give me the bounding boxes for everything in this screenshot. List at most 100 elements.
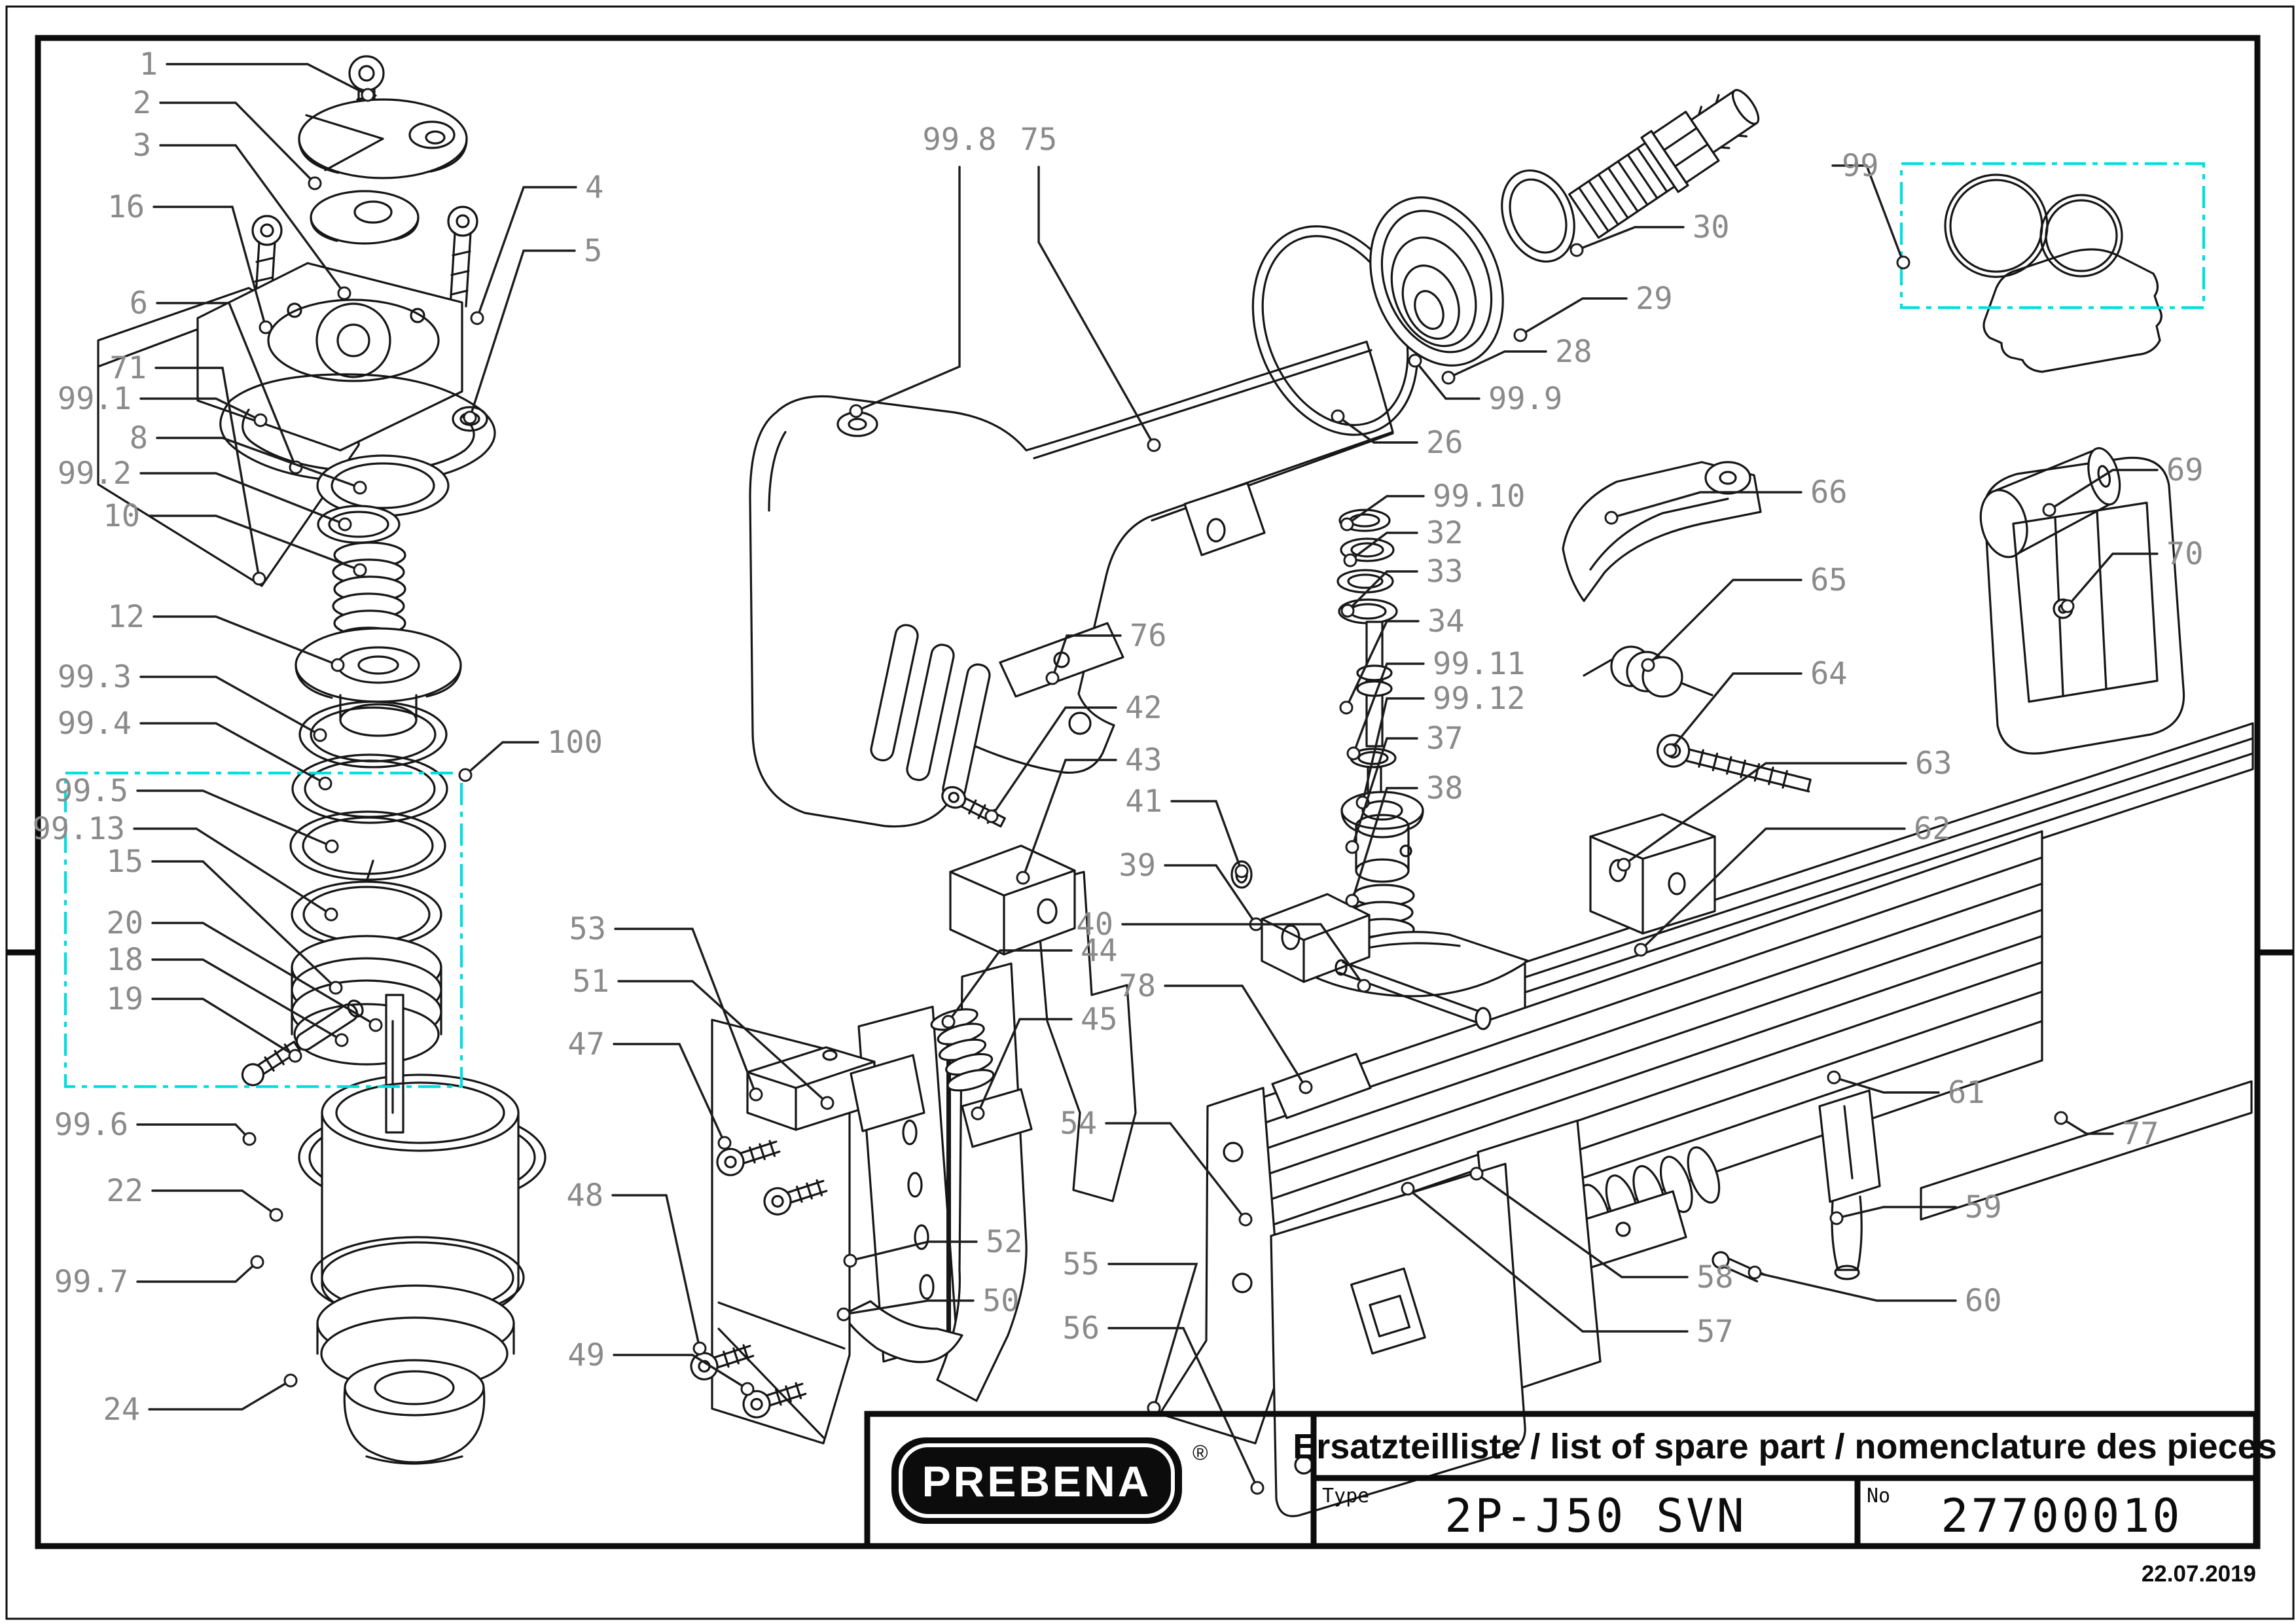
cap-assembly-art (97, 55, 496, 587)
leader-dot (1147, 438, 1161, 452)
leader-dot (269, 1208, 283, 1222)
leader-line (1640, 827, 1906, 951)
part-label-24: 24 (103, 1373, 298, 1428)
part-number-text: 63 (1915, 746, 1952, 782)
leader-line (1336, 415, 1418, 444)
part-number-text: 52 (986, 1224, 1023, 1260)
part-label-3: 3 (133, 128, 351, 300)
part-label-16: 16 (107, 189, 273, 334)
parts-line-art (97, 55, 2254, 1517)
leader-dot (250, 1255, 264, 1269)
leader-line (1351, 787, 1418, 902)
leader-line (139, 472, 346, 526)
part-label-99.3: 99.3 (58, 659, 327, 742)
leader-line (476, 186, 577, 319)
part-label-76: 76 (1045, 618, 1167, 685)
leader-line (139, 722, 327, 785)
part-label-100: 100 (458, 725, 603, 782)
revision-date: 22.07.2019 (2142, 1561, 2256, 1587)
part-number-text: 65 (1810, 562, 1848, 598)
leader-dot (337, 286, 351, 300)
leader-line (613, 1043, 726, 1144)
leader-line (1414, 359, 1480, 400)
leader-line (947, 949, 1073, 1023)
registered-trademark-symbol: ® (1193, 1441, 1208, 1464)
part-label-99.2: 99.2 (58, 456, 352, 532)
leader-line (464, 741, 539, 776)
part-number-text: 48 (566, 1178, 603, 1214)
leader-dot (1238, 1212, 1253, 1227)
leader-dot (1829, 1211, 1844, 1225)
part-number-text: 5 (584, 233, 602, 269)
magazine-art (1158, 722, 2254, 1517)
leader-line (469, 249, 576, 419)
leader-line (849, 1240, 978, 1262)
part-number-text: 6 (130, 285, 148, 321)
leader-dot (1250, 1481, 1265, 1495)
part-number-text: 99.2 (58, 456, 132, 492)
part-label-39: 39 (1119, 848, 1263, 931)
part-label-20: 20 (106, 905, 383, 1032)
part-label-44: 44 (941, 933, 1118, 1029)
part-label-50: 50 (836, 1283, 1020, 1322)
leader-line (1170, 800, 1243, 873)
leader-line (1647, 579, 1803, 666)
part-number-text: 41 (1125, 784, 1162, 820)
leader-dot (353, 480, 367, 495)
small-parts-art (941, 622, 1492, 1119)
part-label-99.13: 99.13 (33, 811, 338, 922)
leader-dot (2060, 599, 2075, 613)
leader-dot (1340, 604, 1355, 618)
part-number-text: 69 (2166, 452, 2204, 488)
part-label-71: 71 (109, 350, 266, 586)
leader-dot (849, 404, 863, 418)
leader-dot (1331, 409, 1345, 424)
leader-dot (1634, 943, 1648, 957)
part-number-text: 75 (1020, 122, 1058, 158)
leader-dot (1045, 671, 1060, 685)
leader-dot (941, 1015, 956, 1029)
part-label-64: 64 (1663, 656, 1848, 757)
leader-dot (470, 311, 484, 325)
part-label-37: 37 (1345, 721, 1463, 854)
leader-dot (749, 1087, 763, 1102)
leader-dot (1234, 864, 1249, 878)
part-label-40: 40 (1076, 907, 1371, 993)
leader-line (1345, 620, 1420, 709)
part-number-text: 78 (1119, 968, 1156, 1004)
leader-line (1346, 570, 1418, 612)
leader-line (151, 860, 337, 989)
leader-line (1753, 1271, 1957, 1302)
part-label-55: 55 (1062, 1246, 1198, 1415)
part-label-99.1: 99.1 (58, 381, 268, 427)
part-number-text: 4 (585, 170, 603, 206)
piston-cylinder-stack-art (241, 454, 547, 1465)
part-number-text: 53 (569, 911, 606, 947)
leader-line (1164, 864, 1257, 926)
part-label-54: 54 (1060, 1106, 1253, 1227)
part-number-text: 100 (547, 725, 603, 761)
leader-dot (820, 1096, 834, 1110)
leader-dot (1469, 1166, 1484, 1181)
leader-dot (242, 1132, 257, 1146)
part-number-text: 3 (133, 128, 151, 164)
part-label-19: 19 (106, 981, 302, 1063)
leader-line (1164, 984, 1307, 1089)
part-number-text: 26 (1426, 425, 1463, 461)
leader-dot (1401, 1182, 1415, 1196)
part-label-43: 43 (1016, 742, 1162, 885)
part-number-text: 49 (567, 1337, 605, 1373)
part-number-text: 66 (1810, 475, 1848, 511)
part-number-text: 42 (1125, 690, 1162, 726)
leader-line (133, 827, 332, 916)
part-label-8: 8 (130, 420, 367, 495)
part-label-99.6: 99.6 (54, 1107, 257, 1146)
leader-line (611, 1194, 701, 1350)
leader-line (152, 206, 267, 329)
part-number-text: 56 (1062, 1310, 1100, 1346)
leader-dot (1570, 243, 1584, 257)
leader-line (2066, 552, 2159, 607)
part-number-text: 59 (1965, 1189, 2002, 1225)
leader-dot (1345, 840, 1359, 854)
